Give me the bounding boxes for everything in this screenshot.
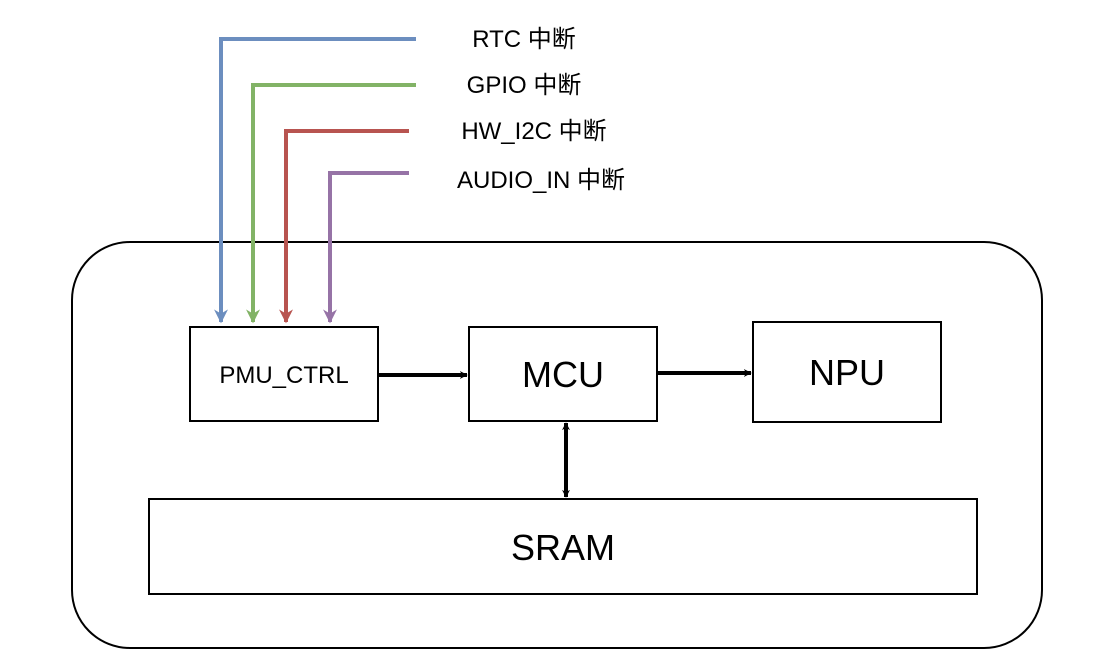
audio-in-interrupt-label: AUDIO_IN 中断: [457, 167, 625, 194]
sram-label: SRAM: [511, 527, 615, 568]
rtc-interrupt-label: RTC 中断: [472, 26, 576, 53]
rtc-interrupt-line: [214, 37, 416, 324]
sram-block: [148, 498, 978, 595]
hw-i2c-interrupt-line: [279, 129, 409, 324]
npu-label: NPU: [809, 352, 885, 393]
audio-in-interrupt-line: [323, 171, 409, 324]
gpio-interrupt-label: GPIO 中断: [467, 72, 582, 99]
gpio-interrupt-line: [246, 83, 416, 324]
mcu-label: MCU: [522, 354, 604, 395]
pmu-ctrl-block: [189, 326, 379, 422]
pmu-ctrl-label: PMU_CTRL: [219, 362, 348, 389]
hw-i2c-interrupt-label: HW_I2C 中断: [461, 118, 606, 145]
mcu-block: [468, 326, 658, 422]
chip-boundary: [71, 241, 1043, 649]
npu-block: [752, 321, 942, 423]
